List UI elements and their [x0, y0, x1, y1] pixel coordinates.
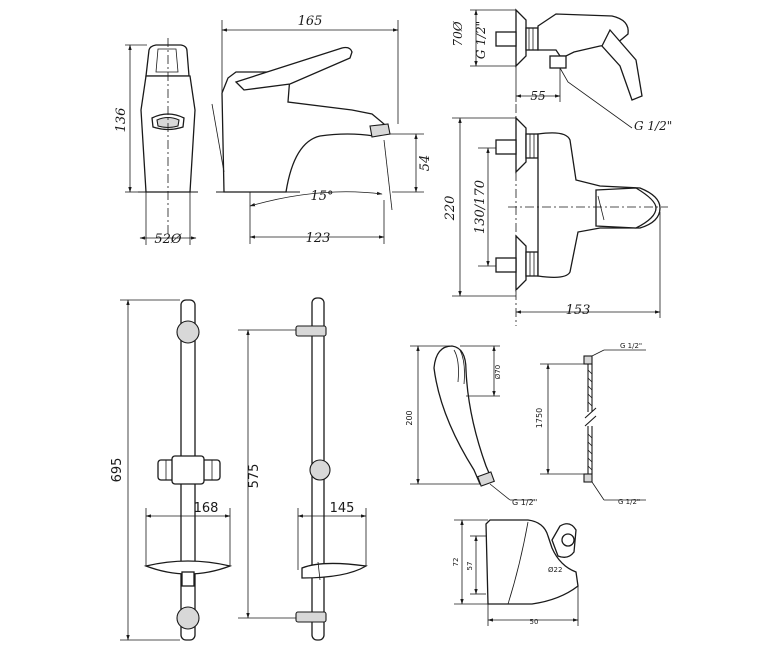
slide-bar-side-view: 575 145 — [238, 297, 368, 641]
dimension-holder-bore: Ø22 — [548, 566, 562, 574]
dimension-holder-width: 50 — [530, 618, 539, 626]
dimension-head-diameter: Ø70 — [494, 365, 502, 379]
dimension-bar-height: 695 — [110, 458, 125, 483]
shower-mixer-front-view: 220 130/170 153 — [443, 104, 668, 326]
dimension-side-height: 575 — [247, 464, 262, 489]
hose-view: 1750 G 1/2" G 1/2" — [535, 342, 646, 506]
label-hand-shower-connection: G 1/2" — [512, 498, 537, 507]
slide-bar-front-view: 695 168 — [110, 299, 233, 641]
dimension-spout-reach: 123 — [306, 231, 331, 246]
label-outlet-connection: G 1/2" — [634, 119, 672, 133]
dimension-hose-length: 1750 — [535, 408, 544, 428]
dimension-spout-height: 54 — [418, 155, 433, 172]
hand-shower-view: 200 Ø70 G 1/2" — [405, 345, 537, 507]
wall-holder-view: 72 57 50 Ø22 — [452, 519, 579, 626]
dimension-holder-inner-height: 57 — [466, 562, 474, 571]
basin-mixer-side-view: 165 54 15° 123 — [211, 14, 433, 246]
dimension-mixer-height: 220 — [443, 196, 458, 222]
dimension-overall-length: 165 — [298, 14, 323, 29]
shower-mixer-top-view: 70Ø G 1/2" 55 G 1/2" — [451, 8, 672, 133]
dimension-holder-height: 72 — [452, 558, 460, 567]
dimension-base-diameter: 52Ø — [154, 232, 182, 247]
label-hose-bottom-connection: G 1/2" — [618, 498, 640, 506]
dimension-centres: 130/170 — [473, 180, 488, 234]
dimension-side-depth: 145 — [330, 501, 355, 516]
label-top-connection: G 1/2" — [474, 21, 488, 59]
dimension-hand-shower-length: 200 — [405, 410, 414, 425]
dimension-front-height: 136 — [114, 108, 129, 133]
dimension-side-offset: 55 — [530, 89, 545, 103]
dimension-tray-width: 168 — [194, 501, 219, 516]
dimension-swivel-angle: 15° — [310, 189, 333, 204]
label-hose-top-connection: G 1/2" — [620, 342, 642, 350]
dimension-flange-diameter: 70Ø — [451, 20, 465, 46]
dimension-mixer-depth: 153 — [566, 303, 591, 318]
basin-mixer-front-view: 136 52Ø — [114, 38, 198, 247]
